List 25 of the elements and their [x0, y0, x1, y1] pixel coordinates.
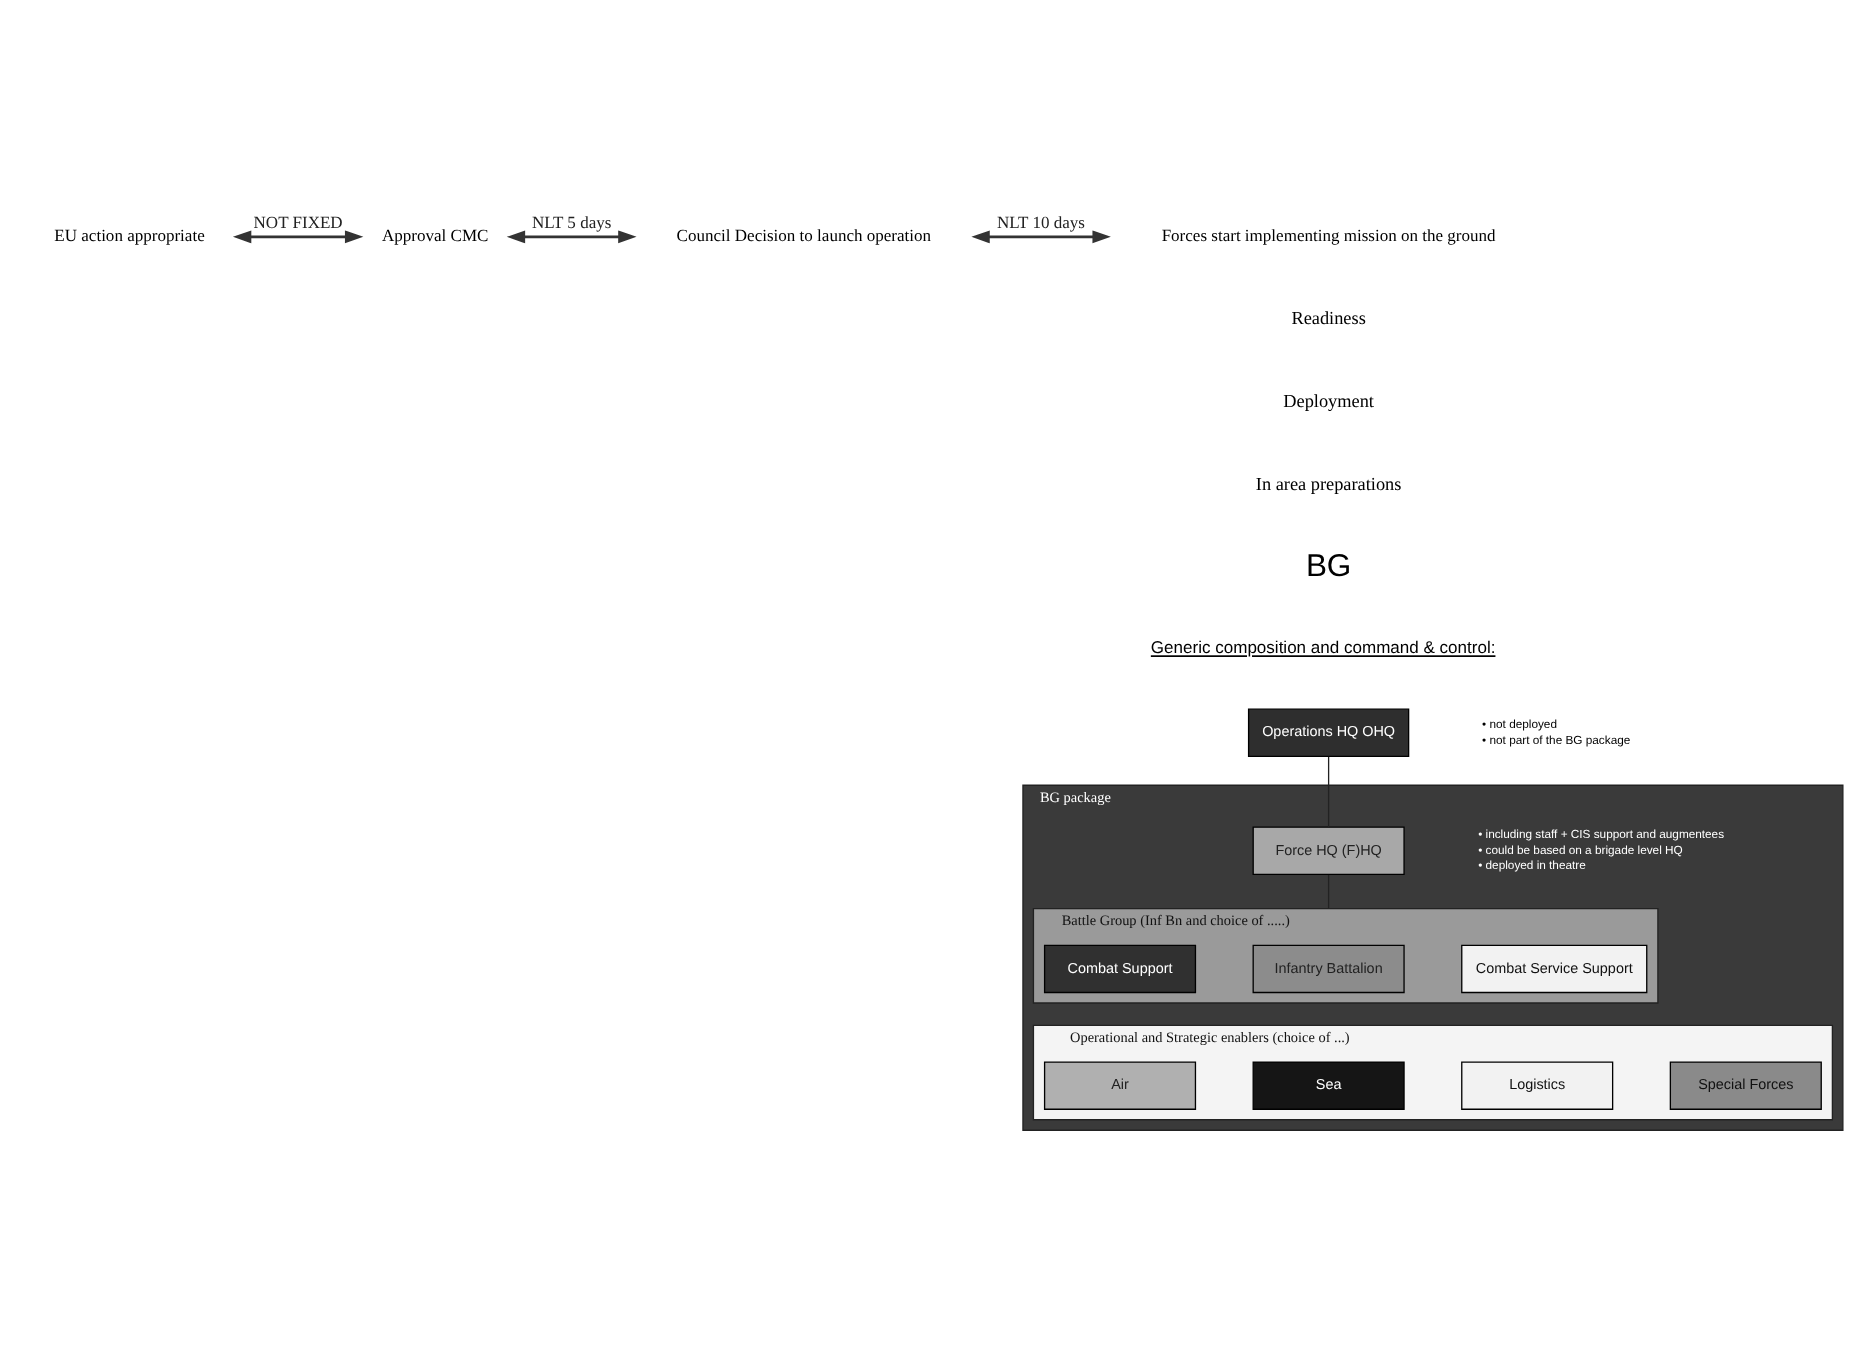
node-box: Force HQ (F)HQ: [1252, 826, 1405, 876]
node-box: Infantry Battalion: [1252, 944, 1405, 994]
node-box: Combat Support: [1043, 944, 1197, 994]
arrow: [971, 230, 1111, 244]
arrow: [506, 230, 637, 244]
node-text: Approval CMC: [381, 225, 489, 246]
node-text: EU action appropriate: [54, 225, 205, 246]
node-box: Operations HQ OHQ: [1247, 708, 1410, 758]
node-box: Air: [1043, 1061, 1197, 1110]
connector: [1327, 756, 1330, 828]
node-text: Forces start implementing mission on the ground: [1161, 225, 1496, 246]
edge-label: NLT 5 days: [531, 212, 612, 233]
node-box: Sea: [1252, 1061, 1405, 1110]
label: In area preparations: [1255, 473, 1402, 494]
label: BG: [1305, 549, 1352, 584]
edge-label: NOT FIXED: [253, 212, 343, 233]
edge-label: NLT 10 days: [996, 212, 1085, 233]
node-text: Council Decision to launch operation: [676, 225, 932, 246]
node-box: Logistics: [1461, 1061, 1614, 1110]
label: Deployment: [1283, 391, 1374, 412]
node-box: Combat Service Support: [1461, 944, 1648, 994]
label: Readiness: [1291, 308, 1366, 329]
arrow: [232, 230, 364, 244]
node-box: Special Forces: [1669, 1061, 1822, 1110]
label: Generic composition and command & control:: [1150, 637, 1496, 658]
